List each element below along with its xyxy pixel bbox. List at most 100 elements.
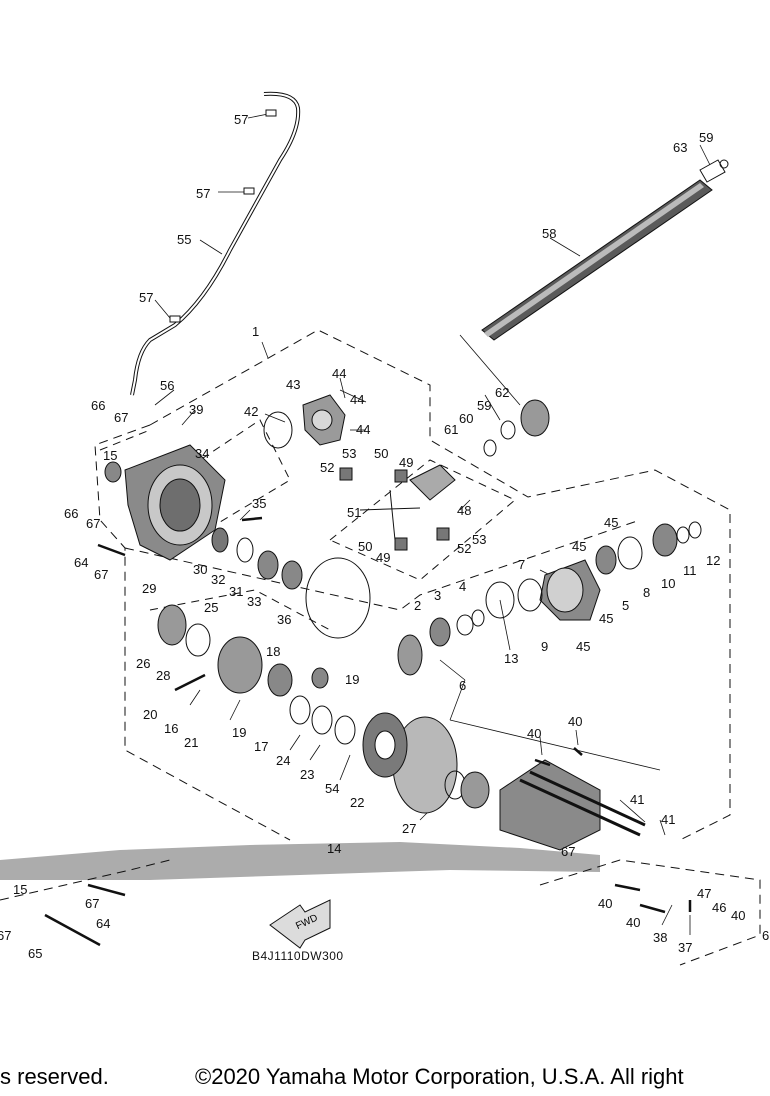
callout-51: 51 <box>347 505 361 520</box>
callout-40: 40 <box>598 896 612 911</box>
callout-25: 25 <box>204 600 218 615</box>
callout-19: 19 <box>345 672 359 687</box>
callout-28: 28 <box>156 668 170 683</box>
callout-16: 16 <box>164 721 178 736</box>
main-housing <box>124 444 226 561</box>
callout-24: 24 <box>276 753 290 768</box>
callout-41: 41 <box>630 792 644 807</box>
callout-43: 43 <box>286 377 300 392</box>
callout-7: 7 <box>518 557 525 572</box>
callout-45: 45 <box>604 515 618 530</box>
callout-58: 58 <box>542 226 556 241</box>
callout-11: 11 <box>683 563 697 578</box>
callout-67: 67 <box>114 410 128 425</box>
callout-41: 41 <box>661 812 675 827</box>
callout-1: 1 <box>252 324 259 339</box>
callout-56: 56 <box>160 378 174 393</box>
callout-9: 9 <box>541 639 548 654</box>
callout-44: 44 <box>356 422 370 437</box>
callout-21: 21 <box>184 735 198 750</box>
callout-8: 8 <box>643 585 650 600</box>
fwd-arrow-icon: FWD <box>269 899 331 949</box>
drive-shaft <box>481 159 729 341</box>
callout-15: 15 <box>13 882 27 897</box>
callout-57: 57 <box>196 186 210 201</box>
callout-66: 66 <box>91 398 105 413</box>
callout-37: 37 <box>678 940 692 955</box>
callout-40: 40 <box>626 915 640 930</box>
callout-2: 2 <box>414 598 421 613</box>
callout-33: 33 <box>247 594 261 609</box>
callout-6: 6 <box>762 928 769 943</box>
callout-27: 27 <box>402 821 416 836</box>
callout-53: 53 <box>472 532 486 547</box>
callout-35: 35 <box>252 496 266 511</box>
callout-40: 40 <box>527 726 541 741</box>
callout-40: 40 <box>731 908 745 923</box>
callout-62: 62 <box>495 385 509 400</box>
footer: s reserved. ©2020 Yamaha Motor Corporati… <box>0 1062 770 1096</box>
callout-65: 65 <box>28 946 42 961</box>
callout-52: 52 <box>320 460 334 475</box>
subgroup-boxes <box>99 419 516 631</box>
lower-housing <box>499 759 646 851</box>
cover-43 <box>302 394 346 446</box>
callout-67: 67 <box>0 928 11 943</box>
assembly-outline <box>0 329 761 966</box>
callout-67: 67 <box>86 516 100 531</box>
callout-60: 60 <box>459 411 473 426</box>
callout-59: 59 <box>699 130 713 145</box>
callout-49: 49 <box>399 455 413 470</box>
callout-48: 48 <box>457 503 471 518</box>
callout-49: 49 <box>376 550 390 565</box>
callout-12: 12 <box>706 553 720 568</box>
footer-left-text: s reserved. <box>0 1064 109 1089</box>
callout-46: 46 <box>712 900 726 915</box>
callout-26: 26 <box>136 656 150 671</box>
callout-50: 50 <box>358 539 372 554</box>
parts-diagram: FWD B4J1110DW300 57575557566667391566676… <box>0 91 769 966</box>
callout-47: 47 <box>697 886 711 901</box>
callout-57: 57 <box>234 112 248 127</box>
callout-52: 52 <box>457 541 471 556</box>
callout-64: 64 <box>74 555 88 570</box>
callout-67: 67 <box>94 567 108 582</box>
callout-15: 15 <box>103 448 117 463</box>
callout-50: 50 <box>374 446 388 461</box>
callout-20: 20 <box>143 707 157 722</box>
callout-3: 3 <box>434 588 441 603</box>
callout-63: 63 <box>673 140 687 155</box>
callout-64: 64 <box>96 916 110 931</box>
callout-23: 23 <box>300 767 314 782</box>
ring-gear <box>362 712 458 814</box>
callout-4: 4 <box>459 579 466 594</box>
callout-61: 61 <box>444 422 458 437</box>
callout-labels: 5757555756666739156667646714344444442343… <box>0 112 769 961</box>
rings-and-bearings <box>104 399 702 809</box>
leader-lines <box>154 113 711 935</box>
callout-40: 40 <box>568 714 582 729</box>
output-housing <box>539 559 601 621</box>
callout-45: 45 <box>599 611 613 626</box>
callout-10: 10 <box>661 576 675 591</box>
callout-18: 18 <box>266 644 280 659</box>
callout-36: 36 <box>277 612 291 627</box>
callout-38: 38 <box>653 930 667 945</box>
callout-45: 45 <box>576 639 590 654</box>
callout-30: 30 <box>193 562 207 577</box>
callout-59: 59 <box>477 398 491 413</box>
callout-29: 29 <box>142 581 156 596</box>
bolts <box>44 516 692 947</box>
callout-53: 53 <box>342 446 356 461</box>
callout-67: 67 <box>561 844 575 859</box>
callout-32: 32 <box>211 572 225 587</box>
callout-55: 55 <box>177 232 191 247</box>
callout-31: 31 <box>229 584 243 599</box>
callout-14: 14 <box>327 841 341 856</box>
callout-39: 39 <box>189 402 203 417</box>
callout-67: 67 <box>85 896 99 911</box>
footer-copyright: ©2020 Yamaha Motor Corporation, U.S.A. A… <box>195 1064 684 1089</box>
callout-13: 13 <box>504 651 518 666</box>
callout-22: 22 <box>350 795 364 810</box>
callout-6: 6 <box>459 678 466 693</box>
